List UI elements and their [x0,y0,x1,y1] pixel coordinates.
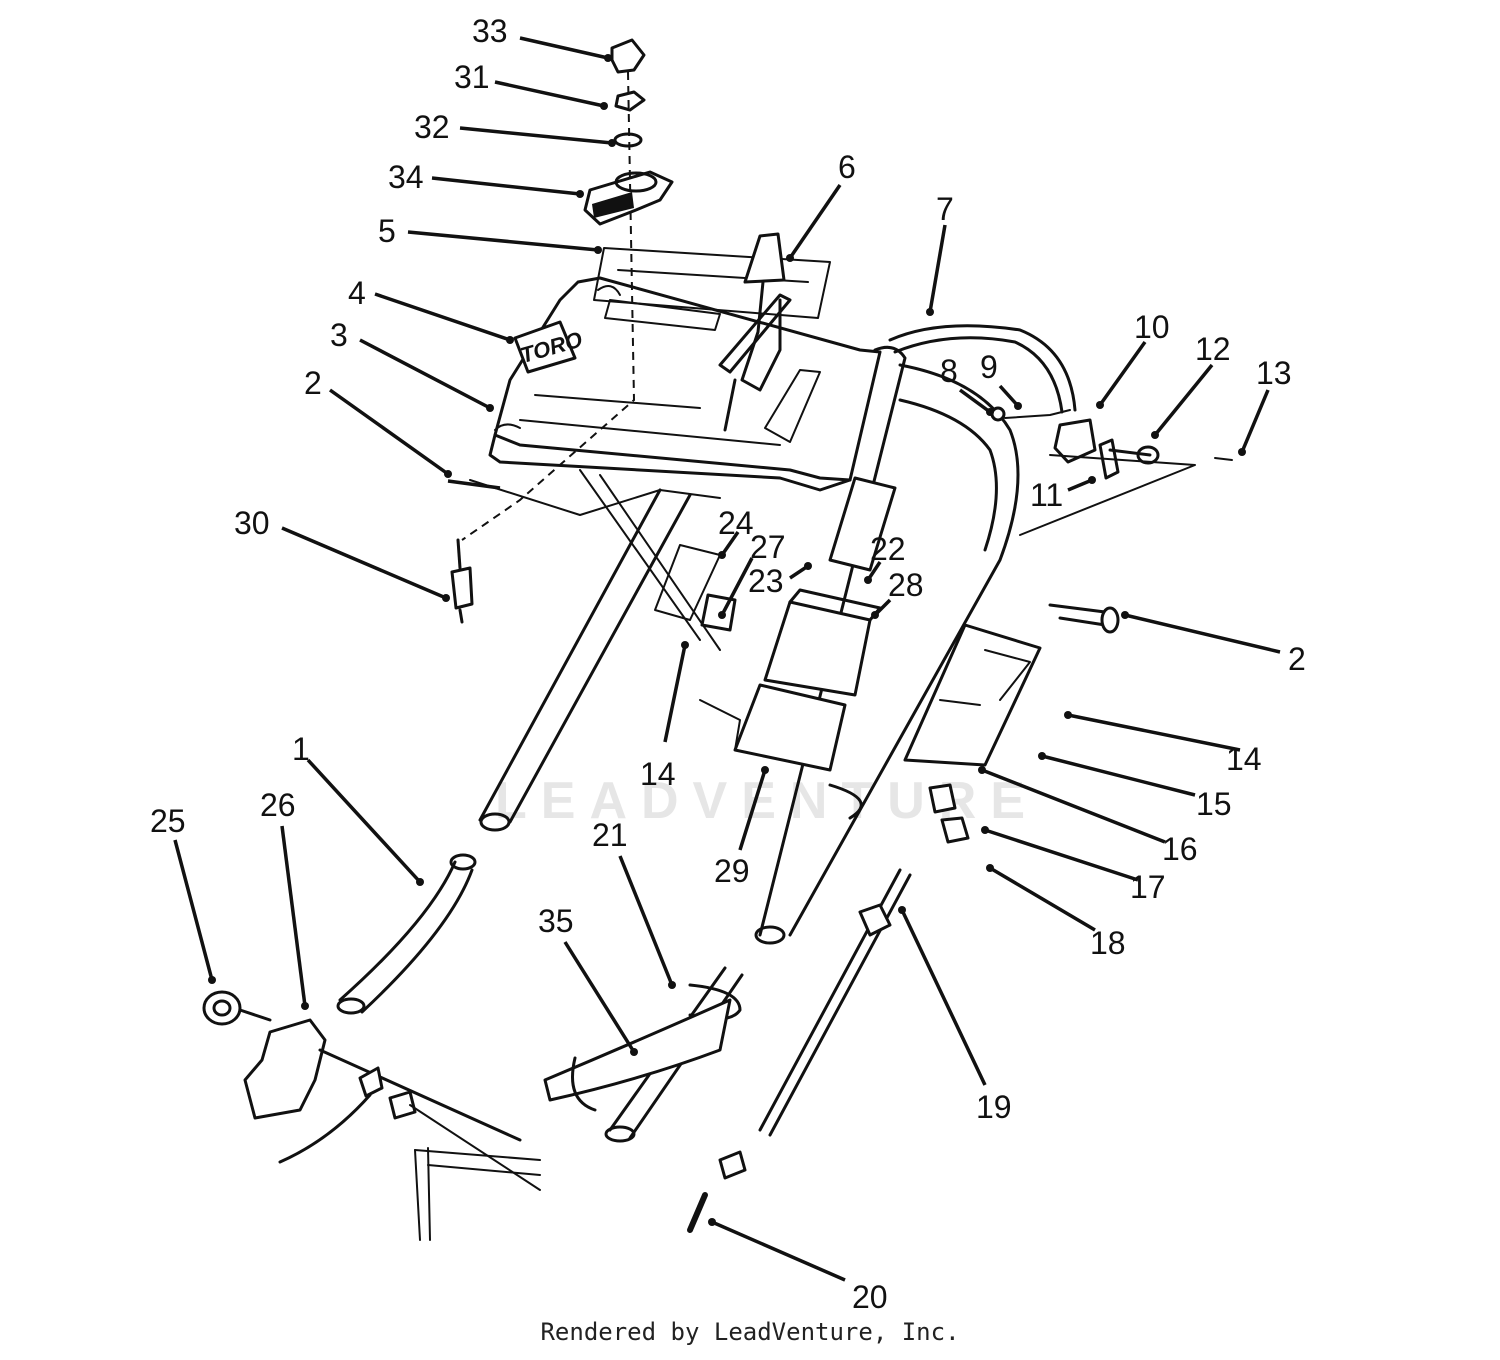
callout-6: 6 [838,149,856,185]
callout-20: 20 [852,1279,888,1315]
key-assembly [450,38,674,624]
callout-7: 7 [936,191,954,227]
leader-dots [208,54,1246,1226]
callout-5: 5 [378,213,396,249]
control-panel: TORO [469,232,882,651]
callout-25: 25 [150,803,186,839]
callout-27: 27 [750,529,786,565]
callout-labels: 33 31 32 34 5 6 7 4 3 2 8 9 10 12 13 11 … [150,13,1306,1315]
callout-12: 12 [1195,331,1231,367]
callout-33: 33 [472,13,508,49]
callout-17: 17 [1130,869,1166,905]
callout-3: 3 [330,317,348,353]
callout-32: 32 [414,109,450,145]
callout-2-upper: 2 [304,365,322,401]
callout-1: 1 [292,731,310,767]
callout-23: 23 [748,563,784,599]
callout-14-left: 14 [640,756,676,792]
callout-35: 35 [538,903,574,939]
lower-left-parts [202,990,541,1241]
callout-26: 26 [260,787,296,823]
lower-middle-parts [543,783,863,1143]
leader-lines [173,36,1281,1282]
callout-14-right: 14 [1226,741,1262,777]
toro-logo-plate [513,320,577,374]
callout-29: 29 [714,853,750,889]
footer-credit: Rendered by LeadVenture, Inc. [540,1318,960,1346]
callout-13: 13 [1256,355,1292,391]
callout-30: 30 [234,505,270,541]
callout-15: 15 [1196,786,1232,822]
handle-frame [336,324,1233,1233]
callout-2-lower: 2 [1288,641,1306,677]
callout-22: 22 [870,531,906,567]
callout-16: 16 [1162,831,1198,867]
callout-10: 10 [1134,309,1170,345]
callout-24: 24 [718,505,754,541]
callout-9: 9 [980,349,998,385]
callout-31: 31 [454,59,490,95]
callout-18: 18 [1090,925,1126,961]
callout-11: 11 [1030,477,1063,513]
callout-19: 19 [976,1089,1012,1125]
callout-28: 28 [888,567,924,603]
callout-21: 21 [592,817,628,853]
callout-34: 34 [388,159,424,195]
callout-4: 4 [348,275,366,311]
callout-8: 8 [940,353,958,389]
